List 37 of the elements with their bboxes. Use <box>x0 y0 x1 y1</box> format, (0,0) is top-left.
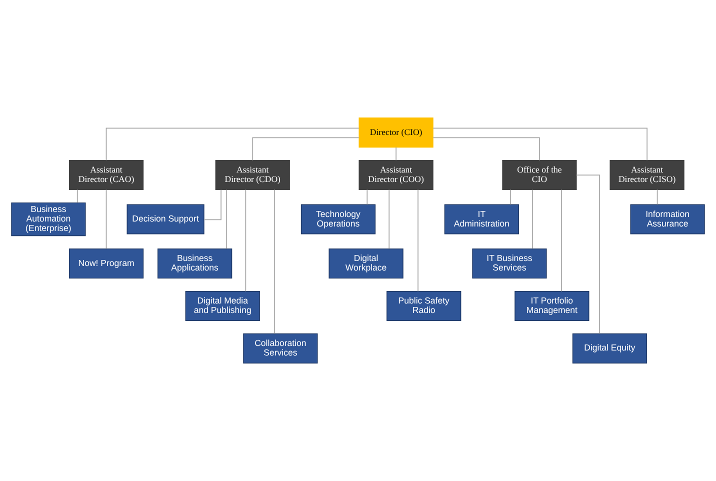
node-box: Director (CIO) <box>358 118 434 148</box>
connector <box>76 189 78 204</box>
connector <box>561 189 562 292</box>
node-box: Assistant Director (CDO) <box>215 160 290 190</box>
node-box: Information Assurance <box>630 204 705 234</box>
connector <box>366 189 368 205</box>
connector <box>532 189 533 250</box>
connector <box>510 189 512 205</box>
node-box: IT Administration <box>444 204 519 234</box>
node-box: Assistant Director (CAO) <box>68 160 144 190</box>
node-box: Digital Media and Publishing <box>185 291 260 321</box>
connector <box>388 189 390 250</box>
connector <box>576 174 600 334</box>
connector <box>106 189 107 250</box>
node-box: Assistant Director (CISO) <box>610 160 684 190</box>
node-box: Business Automation (Enterprise) <box>11 202 86 236</box>
node-box: IT Business Services <box>472 248 547 279</box>
node-box: Assistant Director (COO) <box>358 160 434 190</box>
connector <box>656 189 658 205</box>
node-box: Office of the CIO <box>502 160 577 190</box>
node-box: IT Portfolio Management <box>514 291 590 321</box>
node-box: Business Applications <box>158 248 232 279</box>
connector <box>432 137 540 161</box>
node-box: Digital Workplace <box>328 248 404 279</box>
connector <box>245 189 246 292</box>
node-box: Decision Support <box>126 204 204 234</box>
connector <box>252 137 360 161</box>
connector <box>226 189 227 250</box>
connector <box>432 128 648 161</box>
connector <box>106 128 360 161</box>
connector <box>274 189 276 334</box>
node-box: Technology Operations <box>300 204 376 234</box>
node-box: Public Safety Radio <box>386 291 462 321</box>
node-box: Now! Program <box>68 248 144 279</box>
connector <box>204 189 222 220</box>
node-box: Digital Equity <box>572 333 648 364</box>
node-box: Collaboration Services <box>243 333 318 364</box>
